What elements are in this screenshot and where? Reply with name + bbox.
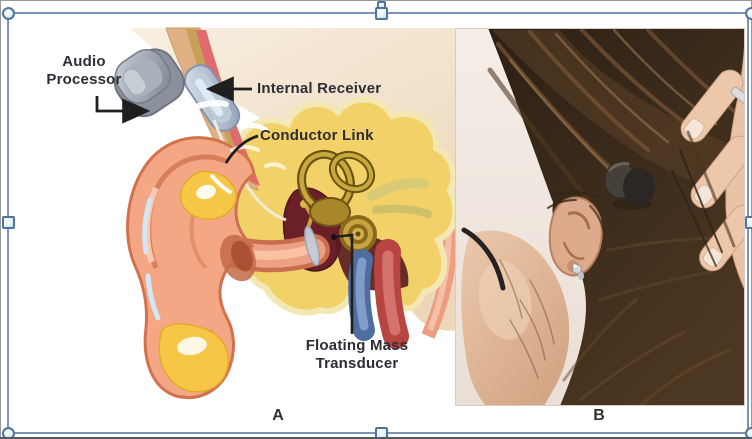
glasses — [461, 227, 506, 291]
blood-vessels — [348, 239, 409, 349]
fmt-pointer — [333, 233, 354, 334]
internal-receiver-label: Internal Receiver — [257, 80, 382, 97]
selection-handle-top-right[interactable] — [745, 7, 752, 20]
highlight-dashes — [183, 100, 286, 194]
eardrum — [304, 225, 320, 267]
selection-handle-middle-right[interactable] — [745, 216, 752, 229]
semicircular-canals — [297, 149, 376, 227]
panel-a-letter: A — [272, 407, 284, 424]
window-bottom-edge — [0, 437, 752, 439]
outer-ear — [126, 136, 256, 399]
conductor-link-pointer — [224, 134, 259, 164]
earring — [572, 264, 584, 280]
selection-border[interactable] — [7, 12, 749, 434]
conductor-link-label: Conductor Link — [260, 127, 374, 144]
audio-processor-arrow — [95, 96, 151, 124]
hair-over-ear — [547, 191, 605, 233]
cochlea — [339, 215, 377, 253]
cheek-hair-wisps — [499, 259, 555, 379]
hand — [671, 39, 745, 291]
floating-mass-transducer-label: Floating Mass Transducer — [305, 337, 409, 372]
ring — [730, 86, 745, 106]
selection-handle-middle-left[interactable] — [2, 216, 15, 229]
selection-handle-top-left[interactable] — [2, 7, 15, 20]
hair-over-fingers — [671, 130, 736, 267]
label-pointers — [95, 76, 354, 334]
selection-handle-top-center[interactable] — [375, 7, 388, 20]
audio-processor-label: Audio Processor — [46, 53, 122, 88]
worn-audio-processor — [604, 161, 655, 210]
panel-b-letter: B — [593, 407, 605, 424]
panel-b-photo — [455, 28, 745, 406]
